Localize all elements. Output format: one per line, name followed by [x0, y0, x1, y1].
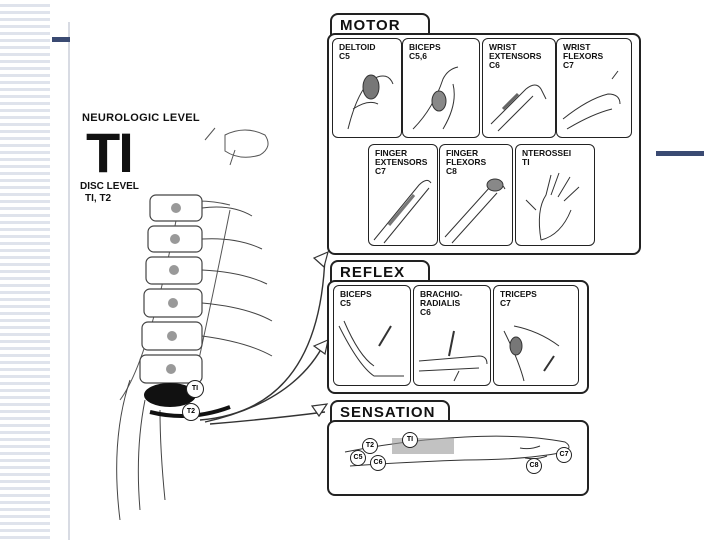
test-name: TRICEPS — [500, 289, 537, 299]
reflex-tab: REFLEX — [330, 260, 430, 282]
test-level: C6 — [420, 307, 431, 317]
dermatome-c6: C6 — [370, 455, 386, 471]
test-level: TI — [522, 157, 530, 167]
dermatome-t1: TI — [402, 432, 418, 448]
test-name: WRIST EXTENSORS — [489, 42, 542, 61]
test-level: C7 — [563, 60, 574, 70]
test-name: BICEPS — [409, 42, 441, 52]
test-level: C5,6 — [409, 51, 427, 61]
decorative-stripes — [0, 0, 50, 540]
test-name: WRIST FLEXORS — [563, 42, 604, 61]
disc-level: DISC LEVEL TI, T2 — [80, 181, 139, 205]
dermatome-c7: C7 — [556, 447, 572, 463]
wrist-flexors-sketch — [562, 70, 621, 130]
test-name: DELTOID — [339, 42, 376, 52]
neurologic-level-value: TI — [86, 121, 134, 184]
test-name: NTEROSSEI — [522, 148, 572, 158]
accent-bar-left — [52, 37, 70, 42]
root-label-t1: TI — [186, 380, 204, 398]
reflex-triceps-sketch — [503, 325, 560, 382]
test-level: C5 — [340, 298, 351, 308]
neurologic-level-label: NEUROLOGIC LEVEL — [82, 112, 200, 124]
test-level: C8 — [446, 166, 457, 176]
test-level: C6 — [489, 60, 500, 70]
wrist-extensors-sketch — [490, 84, 547, 132]
test-name: FINGER EXTENSORS — [375, 148, 428, 167]
test-level: C7 — [500, 298, 511, 308]
dermatome-t2: T2 — [362, 438, 378, 454]
accent-bar-right — [656, 151, 704, 156]
biceps-sketch — [412, 66, 459, 130]
reflex-brachioradialis-sketch — [418, 330, 488, 382]
test-level: C5 — [339, 51, 350, 61]
nterossei-sketch — [525, 172, 580, 241]
divider-line — [68, 22, 70, 540]
dermatome-c5: C5 — [350, 450, 366, 466]
finger-extensors-sketch — [373, 179, 432, 244]
reflex-biceps-sketch — [338, 320, 404, 377]
finger-flexors-sketch — [444, 178, 506, 244]
disc-level-value: TI, T2 — [85, 193, 112, 204]
test-name: FINGER FLEXORS — [446, 148, 487, 167]
deltoid-sketch — [347, 74, 394, 130]
test-name: BICEPS — [340, 289, 372, 299]
sensation-tab: SENSATION — [330, 400, 450, 422]
dermatome-c8: C8 — [526, 458, 542, 474]
test-level: C7 — [375, 166, 386, 176]
motor-tab: MOTOR — [330, 13, 430, 35]
root-label-t2: T2 — [182, 403, 200, 421]
disc-level-label: DISC LEVEL — [80, 181, 139, 192]
test-name: BRACHIO- RADIALIS — [420, 289, 463, 308]
